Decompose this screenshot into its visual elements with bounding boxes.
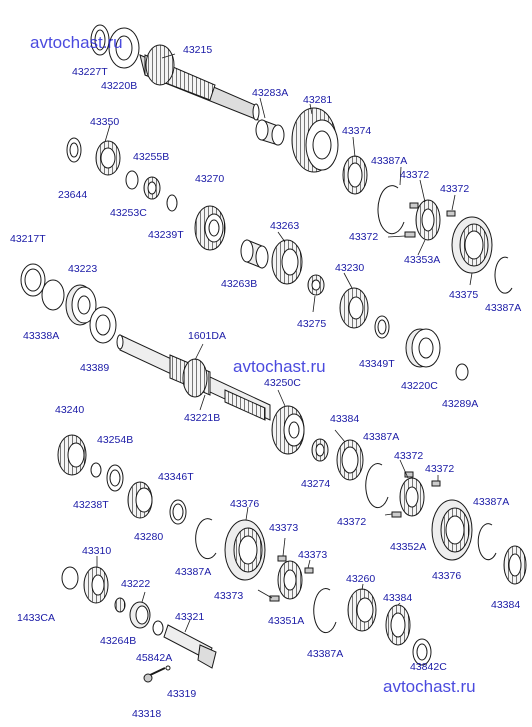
part-label-43387a-1: 43387A bbox=[371, 155, 408, 167]
part-label-43373-2: 43373 bbox=[298, 549, 328, 561]
part-label-43254b: 43254B bbox=[97, 434, 134, 446]
part-label-43353a: 43353A bbox=[404, 254, 441, 266]
part-label-43346t: 43346T bbox=[158, 471, 194, 483]
part-label-1601da: 1601DA bbox=[188, 330, 226, 342]
part-label-43319: 43319 bbox=[167, 688, 197, 700]
part-label-43321: 43321 bbox=[175, 611, 205, 623]
part-label-43274: 43274 bbox=[301, 478, 331, 490]
part-label-43351a: 43351A bbox=[268, 615, 305, 627]
snap-ring-43387a-2 bbox=[494, 256, 513, 294]
shaft-1601da bbox=[116, 334, 271, 421]
part-label-43387a-6: 43387A bbox=[307, 648, 344, 660]
part-label-43373-3: 43373 bbox=[214, 590, 244, 602]
part-label-43387a-5: 43387A bbox=[175, 566, 212, 578]
part-label-43387a-3: 43387A bbox=[363, 431, 400, 443]
part-label-43372-2: 43372 bbox=[440, 183, 470, 195]
part-label-43255b: 43255B bbox=[133, 151, 170, 163]
part-label-43372-6: 43372 bbox=[337, 516, 367, 528]
watermark-middle: avtochast.ru bbox=[233, 357, 326, 376]
part-label-43349t: 43349T bbox=[359, 358, 395, 370]
part-label-43220b: 43220B bbox=[101, 80, 138, 92]
part-label-43253c: 43253C bbox=[110, 207, 147, 219]
synchro-43353a bbox=[404, 199, 456, 241]
part-label-1433ca: 1433CA bbox=[17, 612, 55, 624]
part-label-43270: 43270 bbox=[195, 173, 225, 185]
part-label-43842c: 43842C bbox=[410, 661, 447, 673]
part-label-43387a-2: 43387A bbox=[485, 302, 522, 314]
gear-43281 bbox=[255, 107, 339, 173]
part-label-43217t: 43217T bbox=[10, 233, 46, 245]
part-label-43240: 43240 bbox=[55, 404, 85, 416]
part-label-43373-1: 43373 bbox=[269, 522, 299, 534]
part-label-43221b: 43221B bbox=[184, 412, 221, 424]
part-label-43372-1: 43372 bbox=[400, 169, 430, 181]
part-label-43352a: 43352A bbox=[390, 541, 427, 553]
shaft-43215 bbox=[90, 24, 260, 121]
part-label-23644: 23644 bbox=[58, 189, 88, 201]
watermark-top: avtochast.ru bbox=[30, 33, 123, 52]
part-label-45842a: 45842A bbox=[136, 652, 173, 664]
part-label-43260: 43260 bbox=[346, 573, 376, 585]
part-label-43376-1: 43376 bbox=[230, 498, 260, 510]
part-label-43222: 43222 bbox=[121, 578, 151, 590]
part-label-43280: 43280 bbox=[134, 531, 164, 543]
part-label-43281: 43281 bbox=[303, 94, 333, 106]
part-label-43384-1: 43384 bbox=[330, 413, 360, 425]
part-label-43283a: 43283A bbox=[252, 87, 289, 99]
part-label-43318: 43318 bbox=[132, 708, 162, 720]
part-label-43275: 43275 bbox=[297, 318, 327, 330]
part-label-43350: 43350 bbox=[90, 116, 120, 128]
part-label-43239t: 43239T bbox=[148, 229, 184, 241]
part-label-43223: 43223 bbox=[68, 263, 98, 275]
part-label-43387a-4: 43387A bbox=[473, 496, 510, 508]
part-label-43372-3: 43372 bbox=[349, 231, 379, 243]
part-label-43310: 43310 bbox=[82, 545, 112, 557]
part-label-43376-2: 43376 bbox=[432, 570, 462, 582]
snap-ring-43387a bbox=[377, 185, 405, 235]
part-label-43220c: 43220C bbox=[401, 380, 438, 392]
watermark-bottom: avtochast.ru bbox=[383, 677, 476, 696]
sleeve-43375 bbox=[451, 216, 493, 274]
part-label-43264b: 43264B bbox=[100, 635, 137, 647]
part-label-43372-4: 43372 bbox=[394, 450, 424, 462]
leader-lines bbox=[96, 53, 473, 633]
part-label-43227t: 43227T bbox=[72, 66, 108, 78]
part-label-43289a: 43289A bbox=[442, 398, 479, 410]
part-label-43375: 43375 bbox=[449, 289, 479, 301]
part-label-43372-5: 43372 bbox=[425, 463, 455, 475]
part-label-43215: 43215 bbox=[183, 44, 213, 56]
part-label-43263: 43263 bbox=[270, 220, 300, 232]
part-label-43250c: 43250C bbox=[264, 377, 301, 389]
part-label-43389: 43389 bbox=[80, 362, 110, 374]
part-label-43230: 43230 bbox=[335, 262, 365, 274]
part-label-43263b: 43263B bbox=[221, 278, 258, 290]
part-label-43384-3: 43384 bbox=[383, 592, 413, 604]
part-label-43338a: 43338A bbox=[23, 330, 60, 342]
ring-43374 bbox=[342, 155, 368, 195]
part-label-43384-2: 43384 bbox=[491, 599, 521, 611]
part-label-43238t: 43238T bbox=[73, 499, 109, 511]
part-label-43374: 43374 bbox=[342, 125, 372, 137]
